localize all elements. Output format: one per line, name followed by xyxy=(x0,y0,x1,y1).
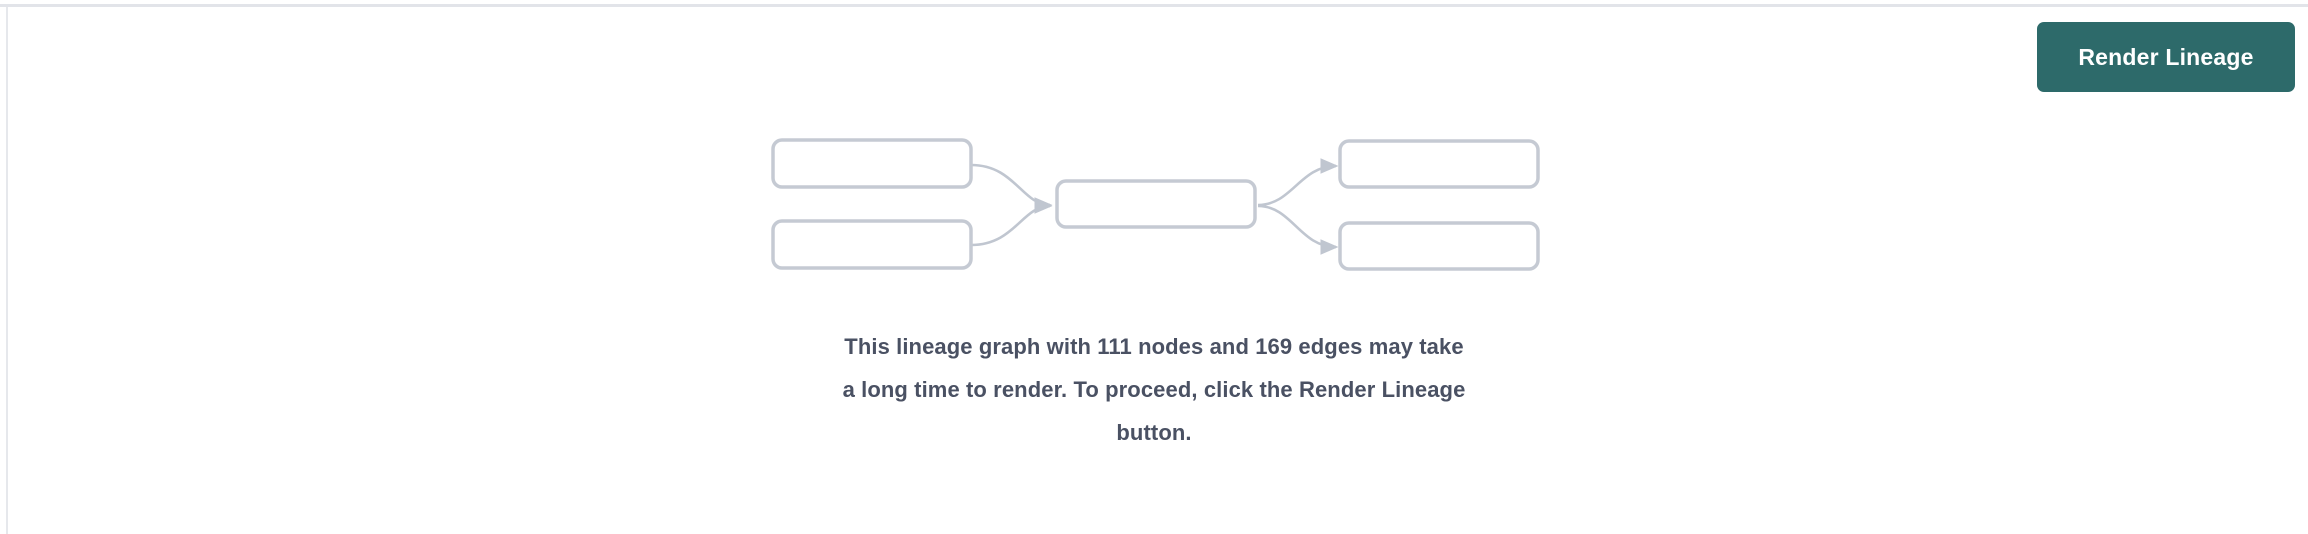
render-warning-message: This lineage graph with 111 nodes and 16… xyxy=(754,325,1554,454)
placeholder-graph-svg xyxy=(771,138,1540,271)
edge-left-top-to-center xyxy=(970,163,1053,213)
edge-center-to-right-top xyxy=(1257,158,1339,207)
message-line-3: button. xyxy=(1116,420,1192,445)
top-divider xyxy=(0,4,2308,7)
graph-node-left-top xyxy=(771,138,973,189)
message-line-2: a long time to render. To proceed, click… xyxy=(842,377,1466,402)
render-lineage-button[interactable]: Render Lineage xyxy=(2037,22,2295,92)
graph-node-left-bottom xyxy=(771,219,973,270)
graph-node-right-top xyxy=(1338,139,1540,189)
left-divider xyxy=(6,7,8,534)
edge-center-to-right-bottom xyxy=(1257,204,1339,255)
graph-node-right-bottom xyxy=(1338,221,1540,271)
edge-left-bottom-to-center xyxy=(970,198,1053,247)
graph-node-center xyxy=(1055,179,1257,229)
message-line-1: This lineage graph with 111 nodes and 16… xyxy=(844,334,1464,359)
